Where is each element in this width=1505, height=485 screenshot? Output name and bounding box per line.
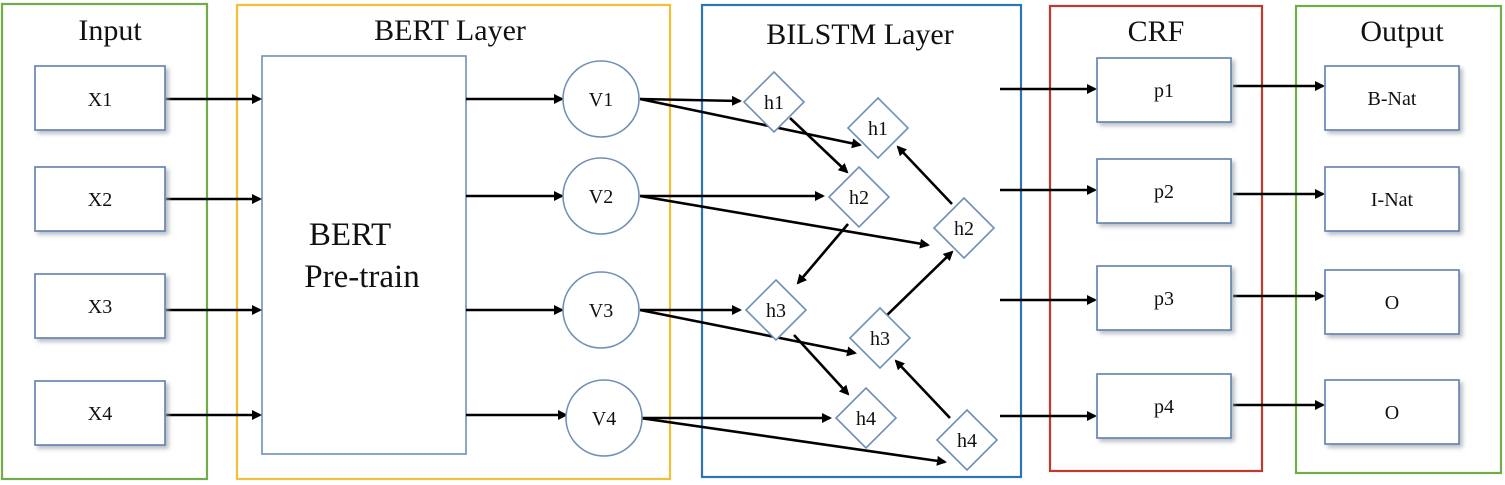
crf-box-p2 (1096, 158, 1232, 224)
edge-v1-fh1 (639, 95, 742, 106)
backward-hidden-label-3: h3 (870, 328, 890, 350)
output-box-1 (1324, 65, 1460, 131)
edge-v1-bh1 (639, 97, 862, 149)
vector-node-v4 (565, 379, 643, 457)
output-section (1294, 4, 1503, 475)
crf-box-p3 (1096, 265, 1232, 331)
crf-label-p1: p1 (1154, 80, 1174, 102)
output-box-4 (1324, 379, 1460, 445)
vector-node-v3 (562, 271, 640, 349)
output-box-2 (1324, 166, 1460, 232)
output-label-4: O (1385, 402, 1399, 424)
input-box-x1 (34, 65, 166, 131)
forward-hidden-label-1: h1 (764, 92, 784, 114)
input-box-x2 (34, 166, 166, 232)
edge-v3-bh3 (639, 308, 857, 357)
input-boxes: X1 X2 X3 X4 (34, 65, 166, 446)
input-section-title: Input (78, 14, 142, 47)
bilstm-layer-section (700, 3, 1023, 479)
edge-fh2-fh3 (796, 223, 849, 285)
backward-hidden-node-2 (932, 196, 996, 260)
crf-nodes: p1 p2 p3 p4 (1096, 57, 1232, 439)
backward-hidden-label-4: h4 (957, 430, 977, 452)
vector-node-v1 (562, 60, 640, 138)
crf-box-p1 (1096, 57, 1232, 123)
crf-section (1048, 4, 1264, 473)
output-nodes: B-Nat I-Nat O O (1324, 65, 1460, 445)
vector-label-v2: V2 (589, 186, 613, 208)
backward-hidden-label-1: h1 (868, 118, 888, 140)
backward-hidden-node-1 (846, 96, 910, 160)
forward-hidden-node-2 (827, 165, 891, 229)
forward-hidden-node-4 (834, 386, 898, 450)
output-label-3: O (1385, 292, 1399, 314)
crf-label-p3: p3 (1154, 288, 1174, 310)
bert-layer-title: BERT Layer (374, 14, 526, 47)
edge-bh2-bh1 (896, 145, 953, 205)
edge-v2-bh2 (639, 194, 930, 249)
input-box-x4 (34, 380, 166, 446)
forward-hidden-label-3: h3 (766, 300, 786, 322)
forward-hidden-label-4: h4 (856, 408, 876, 430)
forward-hidden-label-2: h2 (849, 187, 869, 209)
crf-label-p2: p2 (1154, 181, 1174, 203)
edges (166, 81, 1325, 466)
input-label-x1: X1 (88, 89, 112, 111)
vector-label-v1: V1 (589, 89, 613, 111)
output-label-2: I-Nat (1371, 189, 1414, 211)
edge-fh3-fh4 (793, 334, 850, 396)
input-label-x4: X4 (88, 403, 112, 425)
backward-hidden-label-2: h2 (954, 218, 974, 240)
bilstm-layer-title: BILSTM Layer (766, 18, 953, 51)
bert-pretrain-line-2: Pre-train (304, 259, 419, 295)
vector-node-v2 (562, 157, 640, 235)
bert-pretrain-line-1: BERT (309, 217, 391, 253)
vector-label-v4: V4 (592, 408, 616, 430)
backward-hidden-nodes: h1 h2 h3 h4 (846, 96, 999, 472)
output-section-title: Output (1360, 15, 1444, 48)
crf-section-title: CRF (1128, 15, 1185, 48)
edge-v4-bh4 (639, 416, 947, 466)
crf-box-p4 (1096, 373, 1232, 439)
output-label-1: B-Nat (1368, 88, 1417, 110)
edge-fh1-fh2 (789, 117, 849, 174)
forward-hidden-node-1 (742, 70, 806, 134)
edge-bh4-bh3 (894, 359, 951, 419)
forward-hidden-nodes: h1 h2 h3 h4 (742, 70, 898, 450)
input-section (0, 2, 209, 481)
backward-hidden-node-3 (848, 306, 912, 370)
input-label-x2: X2 (88, 189, 112, 211)
input-box-x3 (34, 273, 166, 339)
vector-label-v3: V3 (589, 300, 613, 322)
crf-label-p4: p4 (1154, 396, 1174, 418)
edge-bh3-bh2 (883, 250, 954, 319)
vector-nodes: V1 V2 V3 V4 (562, 60, 643, 457)
backward-hidden-node-4 (935, 408, 999, 472)
bert-layer-section (235, 3, 672, 481)
bert-pretrain-block (261, 55, 467, 455)
input-label-x3: X3 (88, 296, 112, 318)
output-box-3 (1324, 269, 1460, 335)
forward-hidden-node-3 (744, 278, 808, 342)
